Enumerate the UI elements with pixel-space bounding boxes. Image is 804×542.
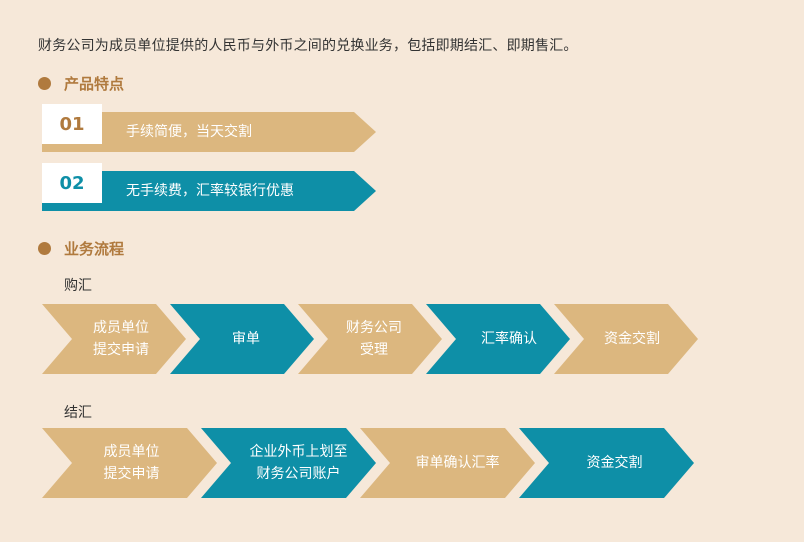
- settlement-step-1: 成员单位提交申请: [42, 428, 217, 498]
- step-label-line1: 财务公司: [346, 320, 402, 336]
- purchase-flow-label: 购汇: [64, 278, 92, 294]
- feature-item-2: 02 无手续费，汇率较银行优惠: [42, 163, 376, 211]
- step-label-line2: 提交申请: [93, 342, 149, 358]
- step-label-line1: 审单确认汇率: [415, 455, 500, 471]
- intro-text: 财务公司为成员单位提供的人民币与外币之间的兑换业务，包括即期结汇、即期售汇。: [38, 38, 578, 54]
- step-label-line1: 审单: [232, 331, 260, 347]
- bullet-dot-icon: [38, 77, 51, 90]
- purchase-step-5: 资金交割: [554, 304, 698, 374]
- step-label-line1: 成员单位: [93, 320, 149, 336]
- process-title: 业务流程: [64, 240, 125, 258]
- settlement-step-2: 企业外币上划至财务公司账户: [201, 428, 376, 498]
- step-label-line1: 成员单位: [103, 444, 160, 460]
- step-label-line2: 财务公司账户: [256, 466, 341, 482]
- step-label-line1: 汇率确认: [481, 331, 537, 347]
- feature-item-1: 01 手续简便，当天交割: [42, 104, 376, 152]
- step-label-line2: 受理: [360, 342, 388, 358]
- features-title: 产品特点: [64, 75, 125, 93]
- purchase-step-3: 财务公司受理: [298, 304, 442, 374]
- settlement-flow-label: 结汇: [64, 405, 92, 421]
- step-label-line1: 企业外币上划至: [249, 444, 348, 460]
- settlement-step-3: 审单确认汇率: [360, 428, 535, 498]
- step-label-line1: 资金交割: [586, 455, 643, 471]
- purchase-step-1: 成员单位提交申请: [42, 304, 186, 374]
- step-label-line1: 资金交割: [604, 331, 660, 347]
- step-label-line2: 提交申请: [103, 466, 160, 482]
- purchase-step-2: 审单: [170, 304, 314, 374]
- settlement-step-4: 资金交割: [519, 428, 694, 498]
- bullet-dot-icon: [38, 242, 51, 255]
- feature-text: 无手续费，汇率较银行优惠: [126, 183, 294, 199]
- feature-number: 02: [42, 163, 102, 203]
- features-heading: 产品特点: [38, 73, 124, 94]
- feature-text: 手续简便，当天交割: [126, 124, 252, 140]
- purchase-step-4: 汇率确认: [426, 304, 570, 374]
- process-heading: 业务流程: [38, 238, 124, 259]
- feature-number: 01: [42, 104, 102, 144]
